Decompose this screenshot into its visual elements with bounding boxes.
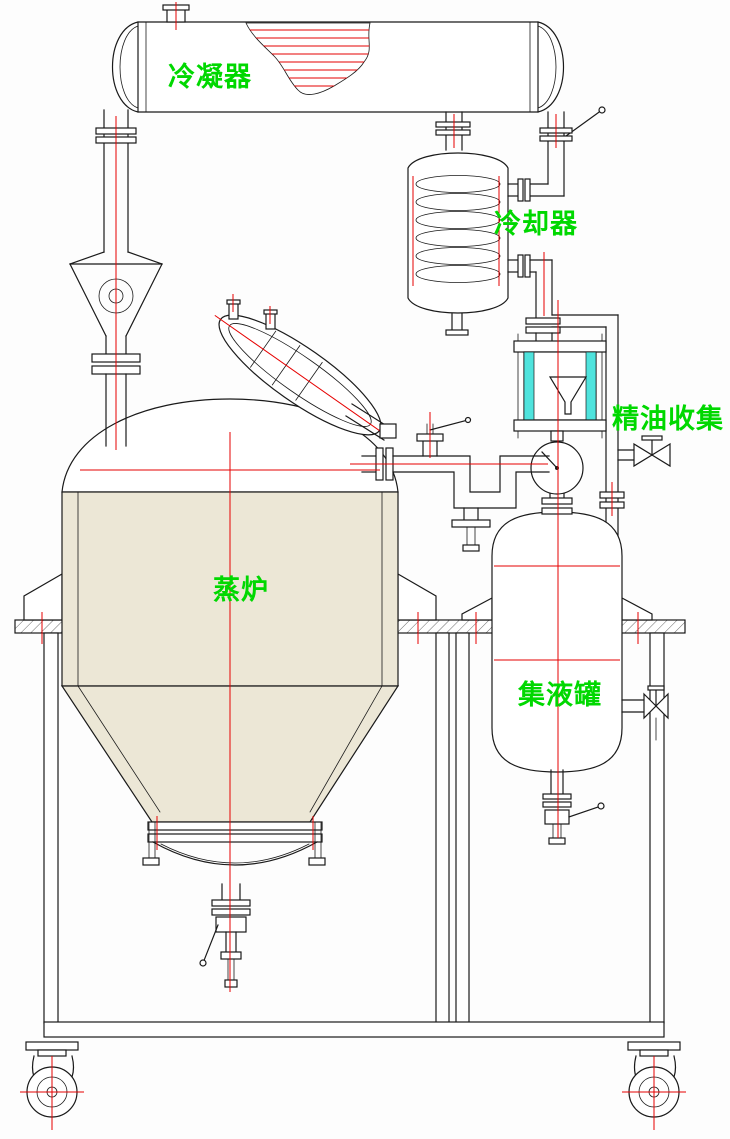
collection-tank-label: 集液罐 bbox=[517, 679, 602, 711]
cooler-coil bbox=[412, 175, 501, 286]
separator-top-plate bbox=[513, 340, 607, 353]
u-bend-drain-valve bbox=[451, 507, 491, 552]
lid-hinge bbox=[345, 403, 397, 441]
discharge-valve bbox=[199, 883, 251, 988]
frame-leg-left bbox=[43, 632, 59, 1024]
still-label: 蒸炉 bbox=[213, 575, 269, 606]
condenser bbox=[111, 4, 606, 137]
separator-glass-left bbox=[523, 351, 535, 421]
separator-glass-right bbox=[585, 351, 597, 421]
tank-side-valve-handle bbox=[647, 685, 665, 691]
lid-axis-centerline bbox=[214, 314, 389, 438]
inline-valve-lever bbox=[429, 419, 469, 431]
separator-bottom-plate bbox=[513, 419, 607, 432]
tank-side-valve bbox=[621, 685, 669, 741]
tank-shell bbox=[491, 511, 623, 773]
cooler bbox=[407, 111, 573, 342]
oil-collector-label: 精油收集 bbox=[612, 403, 724, 435]
hopper-cone bbox=[69, 263, 107, 337]
condenser-label: 冷凝器 bbox=[168, 62, 252, 93]
collection-tank bbox=[461, 511, 669, 845]
discharge-valve-handle bbox=[202, 924, 219, 964]
cooler-label: 冷却器 bbox=[494, 209, 578, 240]
frame-bottom-rail bbox=[43, 1021, 665, 1038]
frame-leg-right bbox=[649, 632, 665, 1024]
tank-drain-valve bbox=[542, 769, 605, 845]
still-bottom-head bbox=[152, 841, 318, 866]
tank-drain-handle bbox=[568, 805, 602, 818]
drain-valve-handle-bar bbox=[451, 519, 491, 528]
frame-leg-mid-left bbox=[435, 632, 450, 1024]
needle-valve-handle bbox=[641, 435, 663, 441]
needle-valve bbox=[617, 435, 671, 468]
separator-funnel bbox=[548, 376, 588, 415]
gauge-needle bbox=[541, 451, 558, 469]
centerlines bbox=[20, 2, 686, 1130]
condenser-section-cut bbox=[245, 22, 371, 95]
pressure-gauge bbox=[530, 430, 584, 515]
labels: 冷凝器 冷却器 精油收集 蒸炉 集液罐 bbox=[168, 62, 724, 711]
frame-leg-mid-right bbox=[455, 632, 470, 1024]
cooler-shell bbox=[407, 152, 509, 314]
oil-separator bbox=[513, 333, 607, 439]
